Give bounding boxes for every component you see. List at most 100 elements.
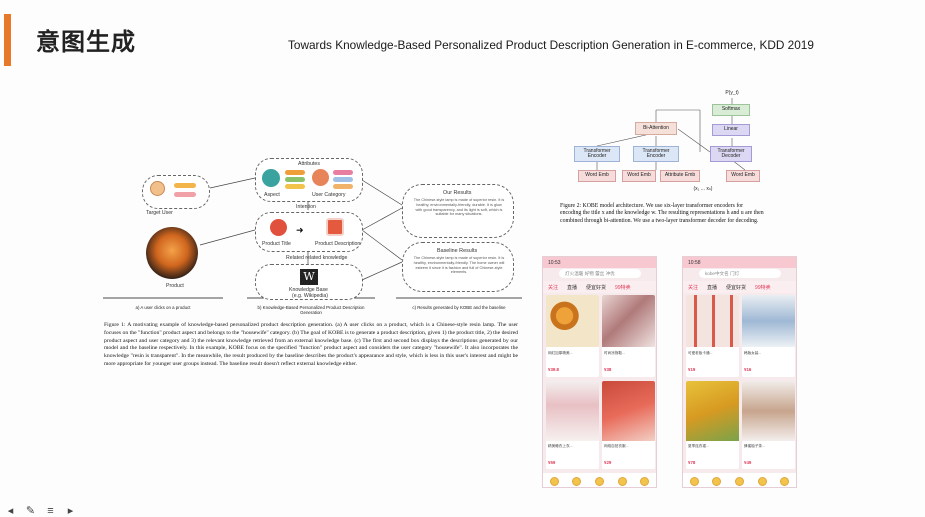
nav-emoji-icon[interactable] bbox=[572, 476, 582, 486]
softmax-node: Softmax bbox=[712, 104, 750, 116]
our-results-box: Our Results The Chinese-style lamp is ma… bbox=[402, 184, 514, 238]
knowledge-base-label: Knowledge Base bbox=[289, 287, 328, 293]
tab-live[interactable]: 直播 bbox=[707, 285, 718, 291]
user-tag-pink bbox=[174, 192, 196, 197]
category-tag-3 bbox=[333, 184, 353, 189]
panel-a-caption: a) A user clicks on a product bbox=[135, 305, 191, 310]
product-title: 网红加厚精美... bbox=[548, 351, 573, 355]
product-price: ¥59 bbox=[548, 460, 556, 465]
pen-icon[interactable]: ✎ bbox=[25, 505, 36, 517]
nav-emoji-icon[interactable] bbox=[712, 476, 722, 486]
panel-c-caption: c) Results generated by KOBE and the bas… bbox=[412, 305, 506, 310]
product-image-clothing bbox=[546, 381, 599, 441]
our-results-text: The Chinese-style lamp is made of superi… bbox=[413, 198, 505, 217]
word-emb-3-node: Word Emb bbox=[726, 170, 760, 182]
product-card[interactable]: 时尚凉拖鞋... ¥38 bbox=[602, 295, 655, 377]
product-description-label: Product Description bbox=[315, 241, 361, 247]
decoder-tokens: (x₁ ... xₙ) bbox=[693, 186, 713, 193]
product-image-pouches bbox=[686, 295, 739, 347]
nav-emoji-icon[interactable] bbox=[689, 476, 699, 486]
product-card[interactable]: 可爱老板卡通... ¥19 bbox=[686, 295, 739, 377]
tab-cheap-goods[interactable]: 便宜好货 bbox=[726, 285, 747, 291]
tab-99-sale[interactable]: 99特卖 bbox=[755, 285, 771, 291]
nav-emoji-icon[interactable] bbox=[734, 476, 744, 486]
wikipedia-icon: W bbox=[300, 269, 318, 285]
category-tag-1 bbox=[333, 170, 353, 175]
nav-emoji-icon[interactable] bbox=[757, 476, 767, 486]
product-price: ¥29 bbox=[604, 460, 612, 465]
knowledge-base-example: (e.g. Wikipedia) bbox=[292, 293, 329, 299]
figure1-diagram: Target User Product Attributes Aspect Us… bbox=[100, 150, 525, 320]
product-grid: 网红加厚精美... ¥39.8 时尚凉拖鞋... ¥38 精美睡衣上衣... ¥… bbox=[546, 295, 655, 473]
figure2-connectors bbox=[596, 98, 746, 177]
product-card[interactable]: 韩版女装... ¥16 bbox=[742, 295, 795, 377]
target-user-label: Target User bbox=[146, 210, 173, 216]
nav-emoji-icon[interactable] bbox=[640, 476, 650, 486]
related-knowledge-label: Related related knowledge bbox=[286, 255, 348, 261]
product-title-icon bbox=[270, 219, 287, 236]
intention-label: Intention bbox=[296, 204, 316, 210]
user-category-icon bbox=[312, 169, 329, 186]
bi-attention-node: Bi-Attention bbox=[635, 122, 677, 135]
tab-live[interactable]: 直播 bbox=[567, 285, 578, 291]
category-tag-2 bbox=[333, 177, 353, 182]
product-title: 韩版女装... bbox=[744, 351, 762, 355]
product-lamp-image bbox=[146, 227, 198, 279]
menu-icon[interactable]: ≡ bbox=[47, 504, 54, 517]
product-image-outfit bbox=[742, 295, 795, 347]
product-title: 时尚凉拖鞋... bbox=[604, 351, 625, 355]
nav-emoji-icon[interactable] bbox=[780, 476, 790, 486]
title-accent-bar bbox=[4, 14, 11, 66]
phone-bottom-nav bbox=[683, 473, 796, 487]
transformer-decoder-node: Transformer Decoder bbox=[710, 146, 752, 162]
nav-emoji-icon[interactable] bbox=[549, 476, 559, 486]
baseline-results-text: The Chinese-style lamp is made of superi… bbox=[413, 256, 505, 275]
transformer-encoder-mid-node: Transformer Encoder bbox=[633, 146, 679, 162]
product-card[interactable]: 网红加厚精美... ¥39.8 bbox=[546, 295, 599, 377]
nav-emoji-icon[interactable] bbox=[594, 476, 604, 486]
forward-arrow-icon[interactable]: ▸ bbox=[67, 505, 74, 517]
product-card[interactable]: 网络自拍衣服... ¥29 bbox=[602, 381, 655, 469]
product-card[interactable]: 精美睡衣上衣... ¥59 bbox=[546, 381, 599, 469]
tab-follow[interactable]: 关注 bbox=[548, 285, 559, 291]
attributes-label: Attributes bbox=[298, 161, 320, 167]
search-bar[interactable]: kobe中文名 门灯 bbox=[699, 269, 781, 278]
figure2-caption: Figure 2: KOBE model architecture. We us… bbox=[560, 203, 764, 224]
product-image-slippers bbox=[602, 295, 655, 347]
product-card[interactable]: 夏季连衣裙... ¥78 bbox=[686, 381, 739, 469]
product-image-sweater bbox=[602, 381, 655, 441]
nav-emoji-icon[interactable] bbox=[617, 476, 627, 486]
phone-screenshot-left: 10:53 灯火温暖 好物 蕾丝 冲优 关注 直播 便宜好货 99特卖 网红加厚… bbox=[542, 256, 657, 488]
phone-tab-bar: 关注 直播 便宜好货 99特卖 bbox=[683, 281, 796, 293]
attribute-emb-node: Attribute Emb bbox=[660, 170, 700, 182]
target-user-box bbox=[142, 175, 210, 209]
tab-99-sale[interactable]: 99特卖 bbox=[615, 285, 631, 291]
output-node: P(y_t) bbox=[725, 90, 739, 97]
product-image-dress bbox=[742, 381, 795, 441]
aspect-gear-icon bbox=[262, 169, 280, 187]
phone-tab-bar: 关注 直播 便宜好货 99特卖 bbox=[543, 281, 656, 293]
product-price: ¥38 bbox=[604, 367, 612, 372]
our-results-title: Our Results bbox=[443, 190, 472, 196]
arrow-icon: ➜ bbox=[296, 225, 304, 235]
tab-cheap-goods[interactable]: 便宜好货 bbox=[586, 285, 607, 291]
description-doc-icon bbox=[326, 218, 344, 236]
product-title: 精美睡衣上衣... bbox=[548, 444, 573, 448]
aspect-tag-1 bbox=[285, 170, 305, 175]
figure2-diagram: P(y_t) Softmax Linear Bi-Attention Trans… bbox=[560, 90, 770, 205]
product-image-fruit bbox=[546, 295, 599, 347]
figure1-caption: Figure 1: A motivating example of knowle… bbox=[104, 322, 518, 367]
user-tag-orange bbox=[174, 183, 196, 188]
product-card[interactable]: 蜂蜜柚子茶... ¥49 bbox=[742, 381, 795, 469]
linear-node: Linear bbox=[712, 124, 750, 136]
search-bar[interactable]: 灯火温暖 好物 蕾丝 冲优 bbox=[559, 269, 641, 278]
slide-title: 意图生成 bbox=[36, 28, 136, 56]
status-time: 10:58 bbox=[688, 260, 701, 266]
product-label: Product bbox=[166, 283, 184, 289]
tab-follow[interactable]: 关注 bbox=[688, 285, 699, 291]
product-price: ¥39.8 bbox=[548, 367, 559, 372]
phone-screenshot-right: 10:58 kobe中文名 门灯 关注 直播 便宜好货 99特卖 可爱老板卡通.… bbox=[682, 256, 797, 488]
back-arrow-icon[interactable]: ◂ bbox=[7, 505, 14, 517]
product-title-label: Product Title bbox=[262, 241, 291, 247]
user-category-label: User Category bbox=[312, 192, 346, 198]
